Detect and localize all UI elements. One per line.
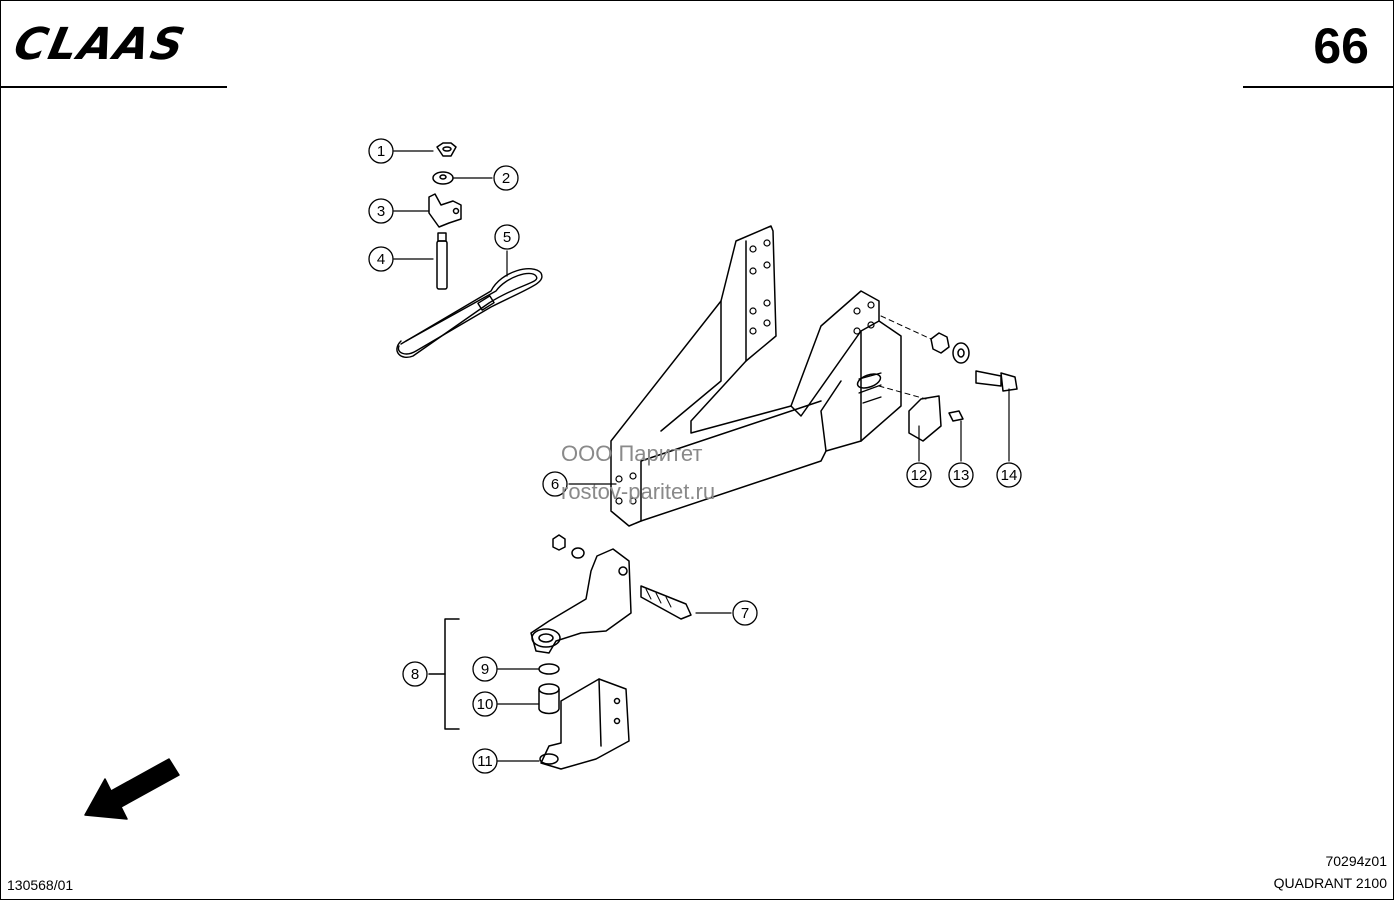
callout-13 bbox=[948, 462, 974, 488]
direction-arrow bbox=[84, 758, 180, 820]
callout-6 bbox=[542, 471, 568, 497]
callout-label-3: 3 bbox=[377, 203, 385, 220]
callout-14 bbox=[996, 462, 1022, 488]
group-bracket bbox=[428, 618, 460, 730]
callout-10 bbox=[472, 691, 498, 717]
callout-label-9: 9 bbox=[481, 661, 489, 678]
callout-11 bbox=[472, 748, 498, 774]
lower-bracket-part-11 bbox=[539, 678, 630, 770]
callout-label-2: 2 bbox=[502, 170, 510, 187]
callout-label-5: 5 bbox=[503, 229, 511, 246]
callout-label-11: 11 bbox=[477, 753, 493, 770]
frame-bolt-holes bbox=[615, 239, 875, 505]
callout-8 bbox=[402, 661, 428, 687]
callout-label-7: 7 bbox=[741, 605, 749, 622]
callout-5 bbox=[494, 224, 520, 250]
clip-part-3 bbox=[428, 193, 462, 228]
callout-label-6: 6 bbox=[551, 476, 559, 493]
callout-3 bbox=[368, 198, 394, 224]
header-rule-left bbox=[1, 86, 227, 88]
callout-label-1: 1 bbox=[377, 143, 385, 160]
callout-numbers: 1 2 3 4 5 6 7 8 9 10 11 12 13 14 bbox=[377, 143, 1018, 770]
callout-7 bbox=[732, 600, 758, 626]
model-name: QUADRANT 2100 bbox=[1273, 875, 1387, 891]
callout-1 bbox=[368, 138, 394, 164]
nut-washer-bolt-right bbox=[878, 315, 1018, 400]
pin-part-4 bbox=[436, 232, 448, 290]
header-rule-right bbox=[1243, 86, 1393, 88]
callout-label-14: 14 bbox=[1001, 467, 1018, 484]
watermark-url: rostov-paritet.ru bbox=[561, 479, 716, 504]
cover-plate-part-12 bbox=[908, 395, 942, 442]
callout-2 bbox=[493, 165, 519, 191]
callout-circles bbox=[368, 138, 1022, 774]
callout-label-8: 8 bbox=[411, 666, 419, 683]
callout-12 bbox=[906, 462, 932, 488]
leader-lines bbox=[393, 150, 1010, 762]
drawbar-frame-part-6 bbox=[610, 225, 902, 527]
nut-part-1 bbox=[436, 142, 457, 157]
ring-part-9 bbox=[538, 663, 560, 675]
watermark-company: ООО Паритет bbox=[561, 441, 703, 466]
callout-4 bbox=[368, 246, 394, 272]
callout-label-10: 10 bbox=[477, 696, 494, 713]
coupling-arm-part-7 bbox=[530, 534, 692, 654]
bushing-part-10 bbox=[538, 683, 560, 715]
washer-part-2 bbox=[432, 171, 454, 185]
figure-code: 70294z01 bbox=[1325, 853, 1387, 869]
callout-label-4: 4 bbox=[377, 251, 385, 268]
page-number: 66 bbox=[1313, 18, 1369, 74]
callout-9 bbox=[472, 656, 498, 682]
screw-part-13 bbox=[948, 410, 964, 422]
cable-part-5 bbox=[396, 268, 543, 358]
document-code: 130568/01 bbox=[7, 877, 74, 893]
callout-label-13: 13 bbox=[953, 467, 970, 484]
callout-label-12: 12 bbox=[911, 467, 928, 484]
